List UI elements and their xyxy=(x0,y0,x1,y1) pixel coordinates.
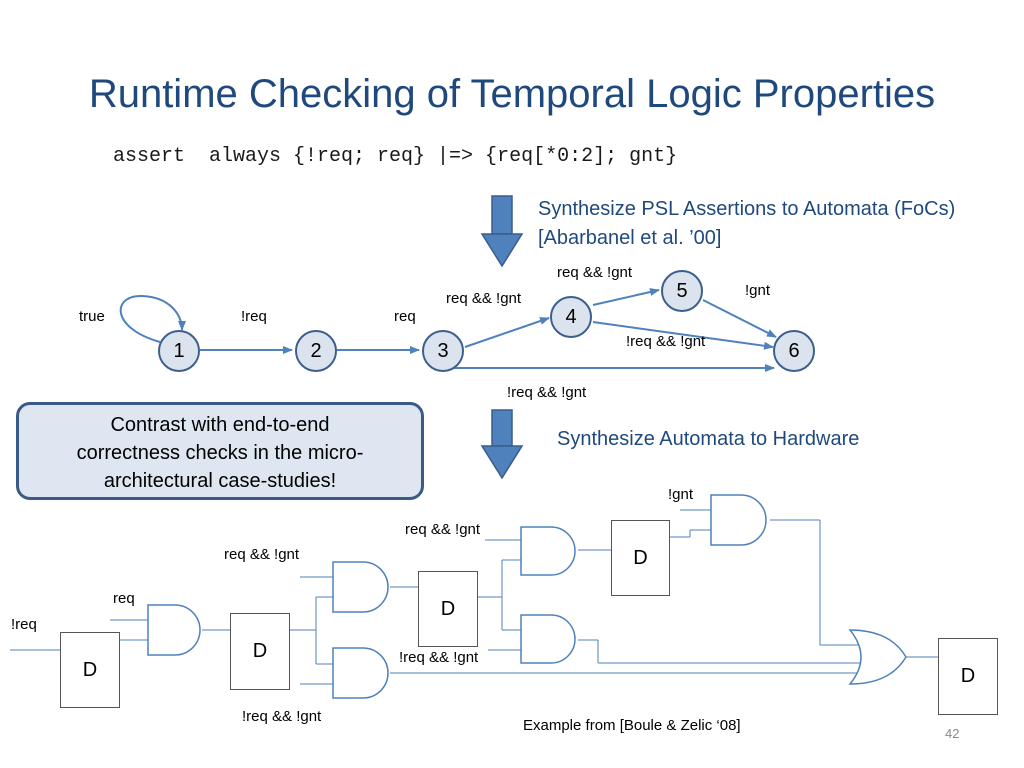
state-2: 2 xyxy=(295,330,337,372)
circuit-label-not-req: !req xyxy=(11,616,37,633)
and-gate-2 xyxy=(332,561,389,613)
page-number: 42 xyxy=(945,726,960,741)
callout-line3: architectural case-studies! xyxy=(103,470,337,492)
edge-label-3-6: !req && !gnt xyxy=(507,384,587,401)
edge-label-2-3: req xyxy=(394,308,416,325)
state-6: 6 xyxy=(773,330,815,372)
flipflop-2: D xyxy=(230,613,290,690)
down-arrow-1 xyxy=(480,195,524,268)
circuit-label-req-not-gnt-1: req && !gnt xyxy=(224,546,300,563)
flipflop-5: D xyxy=(938,638,998,715)
circuit-label-req: req xyxy=(113,590,135,607)
callout-line2: correctness checks in the micro- xyxy=(76,442,364,464)
example-citation: Example from [Boule & Zelic ‘08] xyxy=(523,717,741,734)
edge-self-1 xyxy=(119,294,186,343)
and-gate-6 xyxy=(710,494,767,546)
and-gate-3 xyxy=(332,647,389,699)
circuit-label-not-req-not-gnt-1: !req && !gnt xyxy=(242,708,322,725)
circuit-label-not-req-not-gnt-2: !req && !gnt xyxy=(399,649,479,666)
edge-4-5 xyxy=(592,288,660,306)
slide-title: Runtime Checking of Temporal Logic Prope… xyxy=(88,72,936,116)
circuit-label-req-not-gnt-2: req && !gnt xyxy=(405,521,481,538)
and-gate-1 xyxy=(147,604,201,656)
flipflop-4: D xyxy=(611,520,670,596)
edge-label-4-5: req && !gnt xyxy=(557,264,633,281)
callout-line1: Contrast with end-to-end xyxy=(110,414,330,436)
and-gate-4 xyxy=(520,526,576,576)
note-synthesize-hardware: Synthesize Automata to Hardware xyxy=(557,428,860,450)
state-3: 3 xyxy=(422,330,464,372)
psl-assertion: assert always {!req; req} |=> {req[*0:2]… xyxy=(113,145,678,168)
note-synthesize-psl: Synthesize PSL Assertions to Automata (F… xyxy=(538,195,955,253)
note-synthesize-psl-line1: Synthesize PSL Assertions to Automata (F… xyxy=(538,198,956,220)
edge-3-4 xyxy=(464,317,550,348)
note-synthesize-psl-line2: [Abarbanel et al. ’00] xyxy=(538,227,722,249)
state-1: 1 xyxy=(158,330,200,372)
or-gate xyxy=(848,629,907,685)
flipflop-3: D xyxy=(418,571,478,647)
circuit-label-not-gnt: !gnt xyxy=(668,486,694,503)
and-gate-5 xyxy=(520,614,576,664)
state-5: 5 xyxy=(661,270,703,312)
edge-label-5-6: !gnt xyxy=(745,282,771,299)
edge-label-4-6: !req && !gnt xyxy=(626,333,706,350)
flipflop-1: D xyxy=(60,632,120,708)
edge-label-3-4: req && !gnt xyxy=(446,290,522,307)
state-4: 4 xyxy=(550,296,592,338)
down-arrow-2 xyxy=(480,409,524,480)
edge-label-self-1: true xyxy=(79,308,105,325)
edge-5-6 xyxy=(702,299,777,338)
contrast-callout: Contrast with end-to-end correctness che… xyxy=(16,402,424,500)
edge-4-6 xyxy=(592,321,774,350)
edge-label-1-2: !req xyxy=(241,308,267,325)
